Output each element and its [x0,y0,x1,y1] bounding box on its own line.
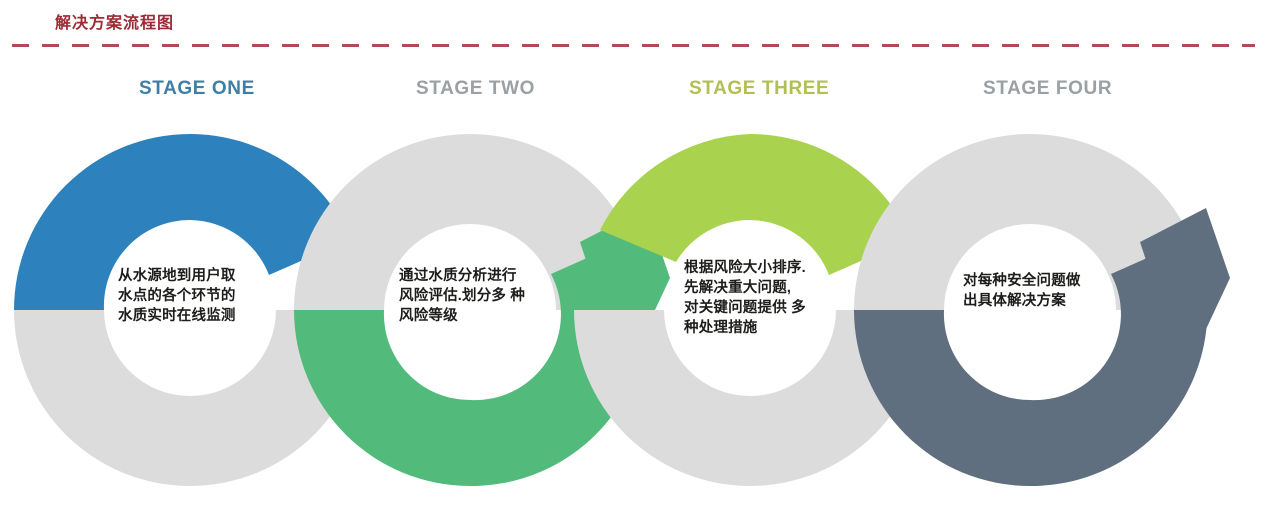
ring-three-arc [600,134,911,275]
stage-three-body-text: 根据风险大小排序. 先解决重大问题, 对关键问题提供 多 种处理措施 [684,260,806,336]
stage-label-four: STAGE FOUR [983,78,1113,99]
ring-stage-four [854,134,1230,487]
ring-two-track-left [294,134,470,310]
ring-four-arc [854,238,1208,487]
ring-four-track-left [854,134,1030,310]
ring-four-arrow-up-icon [1140,208,1230,376]
stage-label-one: STAGE ONE [139,78,255,99]
stage-four-body-text: 对每种安全问题做 出具体解决方案 [963,273,1081,309]
stage-one-body-text: 从水源地到用户取 水点的各个环节的 水质实时在线监测 [118,268,236,324]
stage-label-two: STAGE TWO [416,78,536,99]
ring-one-track [14,310,190,486]
stage-two-body-text: 通过水质分析进行 风险评估.划分多 种 风险等级 [399,268,526,324]
stage-label-three: STAGE THREE [689,78,830,99]
title-dashed-rule [12,44,1255,47]
page-title: 解决方案流程图 [55,15,175,32]
ring-one-arc [14,134,351,310]
ring-three-track [574,310,750,486]
ring-two-arc [294,238,648,487]
